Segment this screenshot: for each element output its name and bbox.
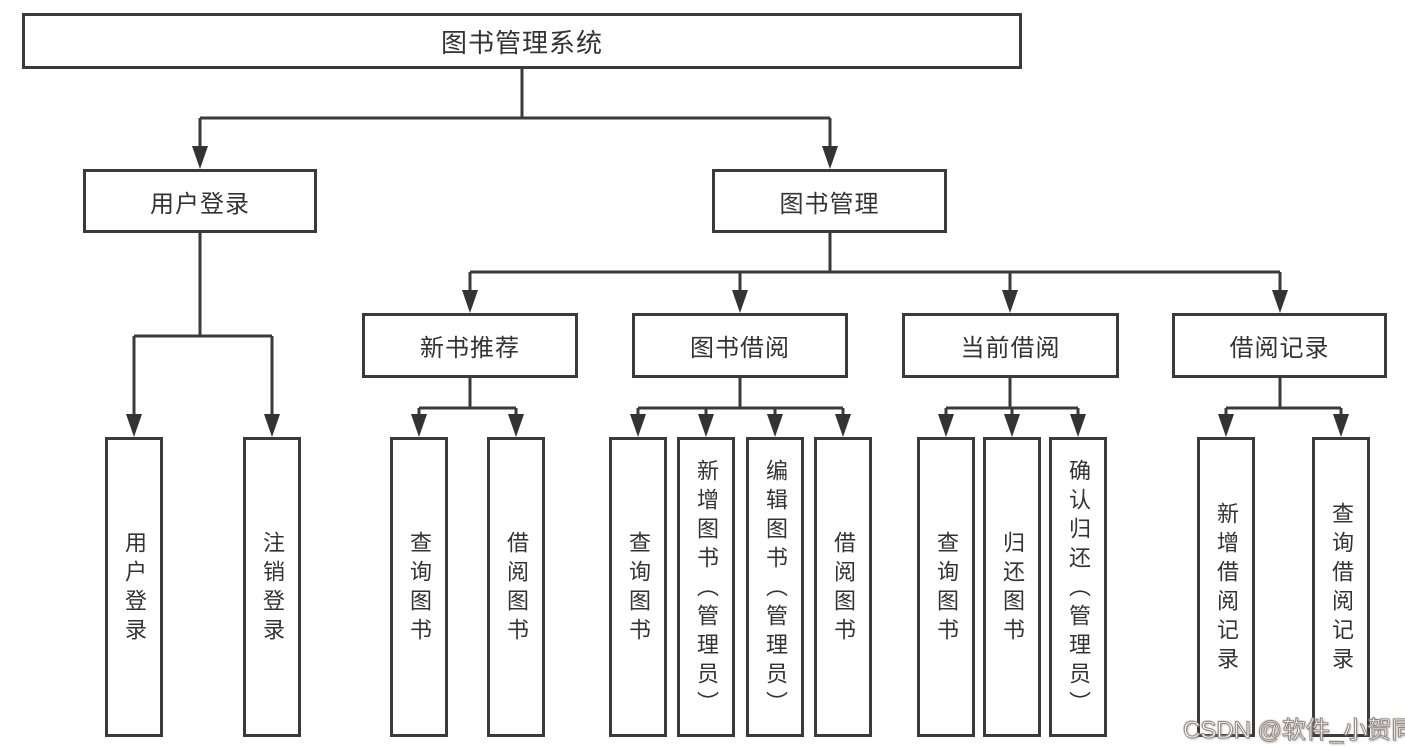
leaf-confirm-return-admin: 确认归还（管理员） — [1049, 437, 1107, 737]
node-new-book-recommend: 新书推荐 — [362, 313, 578, 378]
leaf-query-books-current: 查询图书 — [917, 437, 975, 737]
leaf-edit-books-admin: 编辑图书（管理员） — [746, 437, 804, 737]
leaf-return-books: 归还图书 — [983, 437, 1041, 737]
leaf-query-borrow-record: 查询借阅记录 — [1312, 437, 1370, 737]
connector-root-to-level2 — [198, 69, 832, 148]
connector-currentborrow-to-leaves — [944, 378, 1080, 416]
leaf-borrow-books-borrow: 借阅图书 — [814, 437, 872, 737]
node-user-login: 用户登录 — [83, 169, 317, 233]
connector-userlogin-to-leaves — [132, 233, 274, 416]
leaf-add-borrow-record: 新增借阅记录 — [1197, 437, 1255, 737]
connector-bookmgmt-to-level3 — [468, 233, 1282, 292]
node-book-borrowing: 图书借阅 — [632, 313, 848, 378]
leaf-query-books-borrow: 查询图书 — [609, 437, 667, 737]
connector-bookborrow-to-leaves — [636, 378, 845, 416]
node-library-management-system: 图书管理系统 — [22, 13, 1022, 69]
leaf-query-books-newbook: 查询图书 — [390, 437, 448, 737]
node-book-management: 图书管理 — [712, 169, 947, 233]
leaf-user-login: 用户登录 — [105, 437, 163, 737]
node-borrowing-records: 借阅记录 — [1172, 313, 1387, 378]
connector-newbook-to-leaves — [417, 378, 518, 416]
leaf-add-books-admin: 新增图书（管理员） — [677, 437, 735, 737]
csdn-watermark: CSDN @软件_小贺同学 — [1182, 717, 1405, 745]
node-current-borrowing: 当前借阅 — [902, 313, 1119, 378]
leaf-borrow-books-newbook: 借阅图书 — [487, 437, 545, 737]
leaf-logout-login: 注销登录 — [243, 437, 301, 737]
connector-borrowrecord-to-leaves — [1224, 378, 1343, 416]
